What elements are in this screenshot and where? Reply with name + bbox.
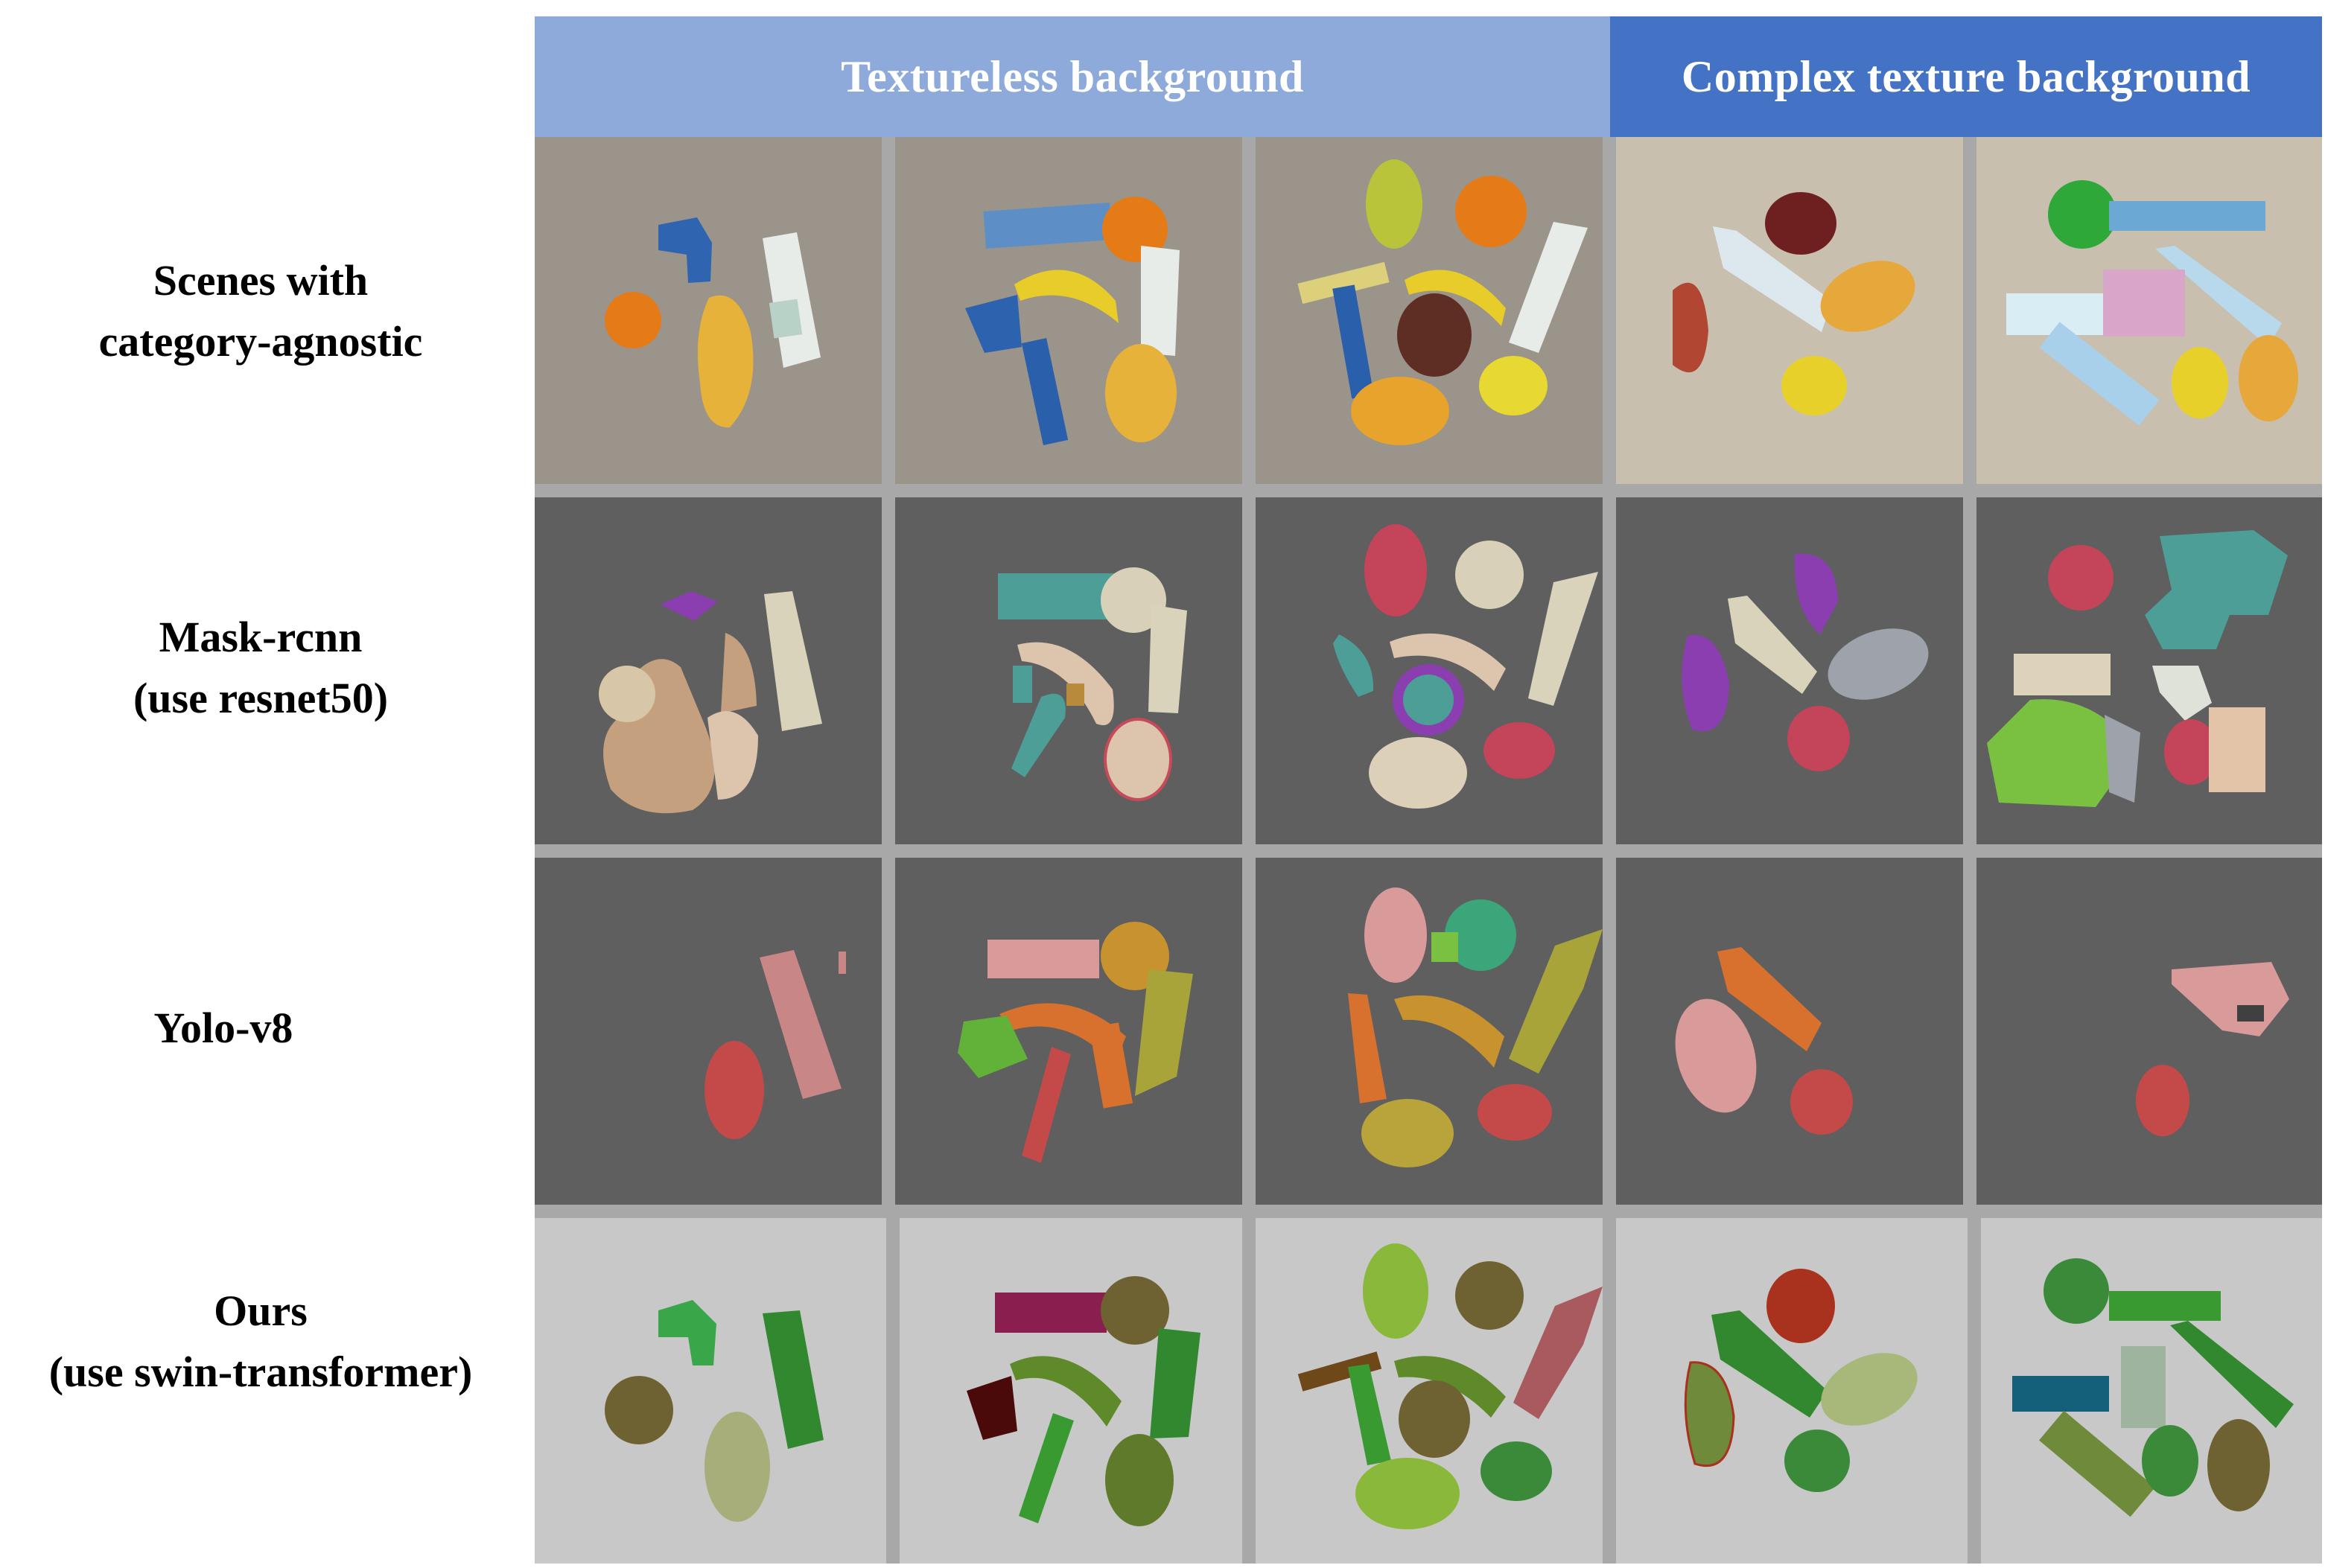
ours-result-1 xyxy=(535,1218,886,1564)
ours-result-3 xyxy=(1256,1218,1603,1564)
row-label-line: Ours xyxy=(214,1287,308,1335)
ours-result-2 xyxy=(900,1218,1242,1564)
row-label-line: Yolo-v8 xyxy=(153,1004,293,1052)
yolo-v8-result-4 xyxy=(1616,858,1963,1205)
row-label-yolo: Yolo-v8 xyxy=(0,998,484,1059)
row-label-line: (use swin-transformer) xyxy=(48,1348,473,1396)
row-label-scenes: Scenes with category-agnostic xyxy=(0,250,521,372)
ours-result-5 xyxy=(1981,1218,2322,1564)
scene-image-1 xyxy=(535,137,882,484)
yolo-v8-result-2 xyxy=(895,858,1242,1205)
header-complex-texture-background: Complex texture background xyxy=(1610,16,2322,137)
header-textureless-background: Textureless background xyxy=(535,16,1610,137)
scene-image-2 xyxy=(895,137,1242,484)
row-label-line: (use resnet50) xyxy=(133,674,389,722)
scene-image-5 xyxy=(1976,137,2322,484)
results-grid xyxy=(535,137,2322,1564)
mask-rcnn-result-1 xyxy=(535,497,882,844)
row-label-ours: Ours (use swin-transformer) xyxy=(0,1281,521,1403)
row-label-line: category-agnostic xyxy=(98,317,423,366)
mask-rcnn-result-3 xyxy=(1256,497,1603,844)
row-label-line: Scenes with xyxy=(153,256,369,305)
yolo-v8-result-1 xyxy=(535,858,882,1205)
row-label-line: Mask-rcnn xyxy=(159,613,363,661)
mask-rcnn-result-4 xyxy=(1616,497,1963,844)
mask-rcnn-result-5 xyxy=(1976,497,2322,844)
scene-image-4 xyxy=(1616,137,1963,484)
yolo-v8-result-3 xyxy=(1256,858,1603,1205)
ours-result-4 xyxy=(1616,1218,1968,1564)
mask-rcnn-result-2 xyxy=(895,497,1242,844)
row-label-mask-rcnn: Mask-rcnn (use resnet50) xyxy=(0,607,521,729)
yolo-v8-result-5 xyxy=(1976,858,2322,1205)
scene-image-3 xyxy=(1256,137,1603,484)
